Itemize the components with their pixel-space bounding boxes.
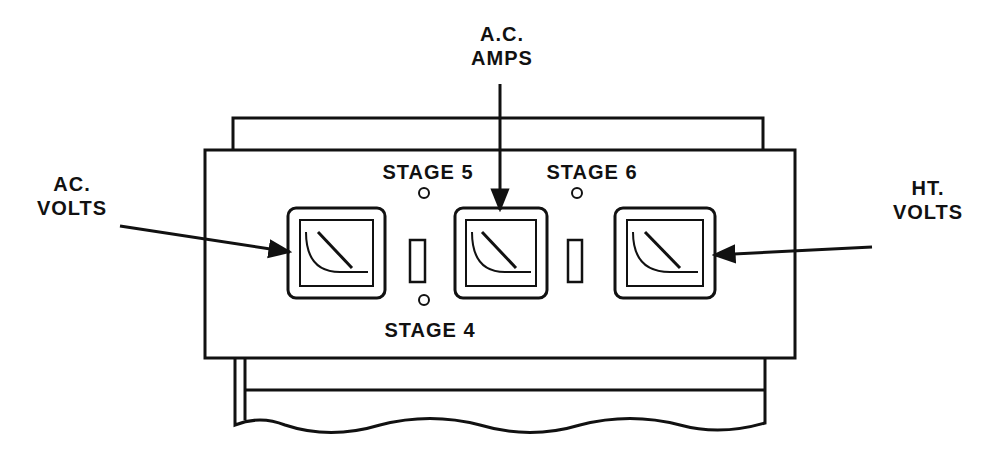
stage-label: STAGE 4 xyxy=(384,318,475,342)
stage-label: STAGE 6 xyxy=(546,160,637,184)
stage-label: STAGE 5 xyxy=(382,160,473,184)
meter-label: HT. VOLTS xyxy=(893,176,963,224)
meter-label: A.C. AMPS xyxy=(471,22,533,70)
meter-label: AC. VOLTS xyxy=(37,172,107,220)
